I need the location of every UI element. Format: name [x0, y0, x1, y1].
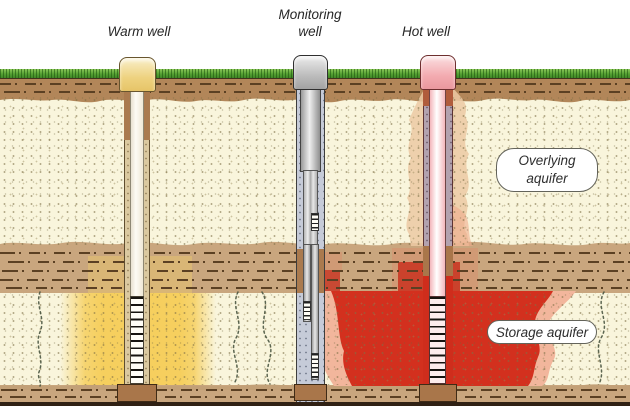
hot-well-bottom-plug: [419, 384, 457, 402]
warm-well-cap: [119, 57, 156, 92]
warm-well-label: Warm well: [107, 24, 171, 39]
monitoring-tube-right: [311, 244, 319, 380]
monitoring-well-bottom-plug: [294, 384, 327, 401]
overlying-aquifer-label-text: Overlying aquifer: [518, 153, 576, 186]
hot-well-label: Hot well: [401, 24, 450, 39]
monitoring-screen-upper: [311, 213, 319, 231]
warm-well-bottom-plug: [117, 384, 157, 402]
monitoring-well-label: Monitoring well: [278, 7, 342, 39]
monitoring-well-inner-casing: [303, 170, 318, 246]
storage-aquifer-label-text: Storage aquifer: [495, 324, 589, 340]
bedrock-base-line: [0, 402, 630, 406]
fracture-lines: [37, 291, 606, 387]
overlying-aquifer-label: Overlying aquifer: [496, 148, 598, 192]
storage-aquifer-label: Storage aquifer: [487, 320, 597, 344]
monitoring-tube-left: [303, 244, 311, 322]
monitoring-screen-lower: [311, 353, 319, 378]
hot-well-cap: [420, 55, 456, 90]
warm-well-screen: [130, 296, 144, 384]
monitoring-screen-middle: [303, 301, 311, 320]
hot-well-screen: [429, 296, 446, 384]
monitoring-well-cap: [293, 55, 328, 90]
